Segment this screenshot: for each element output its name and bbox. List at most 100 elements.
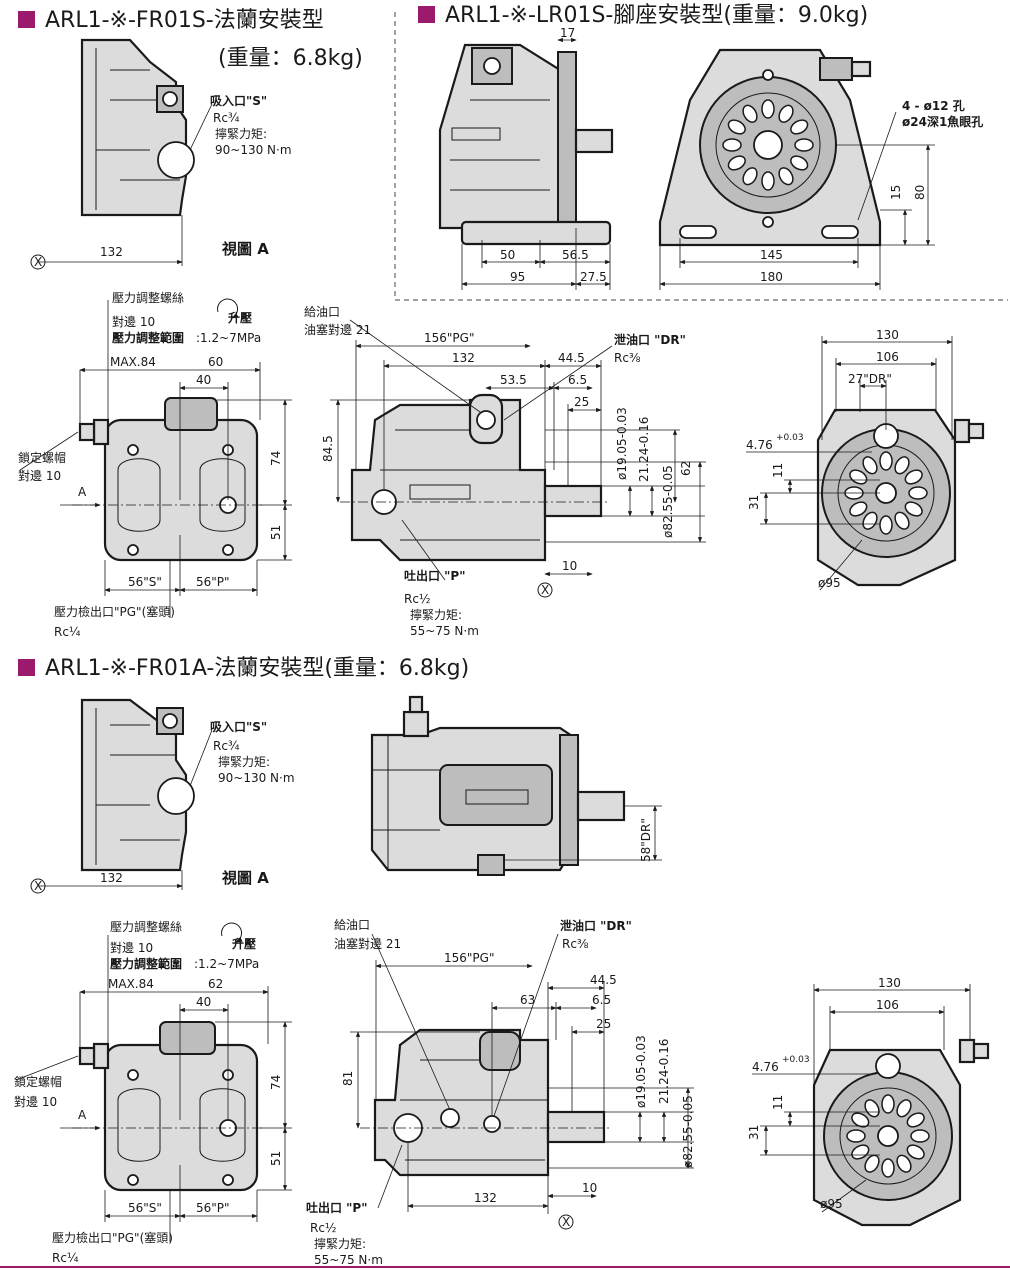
adjust-boss	[819, 57, 853, 81]
dim-145-label: 145	[760, 248, 783, 262]
adj-screw-label: 壓力調整螺絲	[110, 919, 182, 934]
fill-port-label: 給油口	[334, 918, 370, 932]
max84-label: MAX.84	[108, 977, 154, 991]
ext-lines	[461, 228, 611, 290]
casting-lines	[380, 429, 540, 541]
dim-80-label: 80	[913, 185, 927, 200]
arrow-a-label: A	[78, 1108, 87, 1122]
dim-60-label: 60	[208, 355, 223, 369]
vane-pocket	[846, 1129, 866, 1143]
datum-circle	[537, 582, 553, 598]
adj-range-label: 壓力調整範圍	[112, 330, 184, 345]
leader	[401, 519, 446, 581]
bolt-hole	[127, 544, 139, 556]
dim-95-label: 95	[510, 270, 525, 284]
ext-lines	[104, 1165, 258, 1222]
ext-lines	[217, 399, 292, 561]
casting-lines	[95, 48, 180, 210]
bolt-hole	[127, 1069, 139, 1081]
foot-base	[460, 220, 612, 246]
vane-pocket	[851, 1144, 870, 1160]
vane-pocket	[896, 1099, 912, 1118]
dim-31-label: 31	[747, 495, 761, 510]
drain-thread-label: Rc⅜	[562, 937, 589, 951]
foot-plate	[557, 51, 577, 229]
gauge-port-label: 壓力檢出口"PG"(塞頭)	[54, 604, 175, 619]
vane-pocket	[849, 469, 868, 485]
dim-130-label: 130	[878, 976, 901, 990]
dim-51-label: 51	[269, 1151, 283, 1166]
leader	[189, 103, 213, 151]
leader	[377, 1144, 403, 1209]
fr01s-heading: ARL1-※-FR01S-法蘭安裝型	[18, 8, 324, 34]
dim-84-5-label: 84.5	[321, 435, 335, 462]
leader	[821, 1179, 867, 1213]
key-tol-label: +0.03	[782, 1055, 810, 1065]
torque-value: 90~130 N·m	[218, 771, 295, 785]
fr01a-heading: ARL1-※-FR01A-法蘭安裝型(重量：6.8kg)	[18, 656, 469, 682]
drain-boss	[477, 854, 505, 876]
dim-40-label: 40	[196, 373, 211, 387]
vane-pocket	[761, 171, 775, 191]
ext-lines	[355, 340, 602, 490]
adjust-screw	[850, 60, 872, 78]
view-label: 視圖 A	[221, 869, 269, 887]
dim-27dr-label: 27"DR"	[848, 372, 892, 386]
bolt-hole	[222, 544, 234, 556]
ext-lines	[375, 960, 605, 1116]
foot-front-view: 4 - ø12 孔 ø24深1魚眼孔 145 180 15 80	[658, 48, 983, 290]
dim-51-label: 51	[269, 525, 283, 540]
nameplate	[409, 484, 471, 500]
vane-pocket	[862, 456, 878, 475]
adjust-screw	[408, 695, 424, 714]
dim-6-5-label: 6.5	[568, 373, 587, 387]
port-block	[439, 764, 553, 826]
suction-port-label: 吸入口"S"	[210, 94, 267, 108]
suction-pad	[117, 458, 161, 532]
dim-56p-label: 56"P"	[196, 575, 230, 589]
shaft	[546, 1110, 606, 1144]
gauge-thread-label: Rc¼	[54, 625, 81, 639]
shaft-2-label: 21.24-0.16	[657, 1039, 671, 1104]
dim-62-label: 62	[208, 977, 223, 991]
ext-lines	[545, 429, 706, 543]
pressure-pad	[199, 1088, 246, 1162]
vane-pocket	[864, 1099, 880, 1118]
drain-port-label: 泄油口 "DR"	[614, 332, 686, 347]
shaft	[576, 790, 626, 822]
section-separator	[394, 12, 1008, 301]
leader	[371, 933, 451, 1111]
vane-pocket	[896, 1154, 912, 1173]
adj-screw-label: 壓力調整螺絲	[112, 290, 184, 305]
fill-plug-label: 油塞對邊 21	[304, 322, 371, 337]
leader	[857, 111, 897, 221]
lock-nut-label: 鎖定螺帽	[14, 1074, 62, 1089]
dim-106-label: 106	[876, 998, 899, 1012]
shaft	[543, 484, 603, 518]
flange	[559, 734, 579, 866]
lock-flats-label: 對邊 10	[14, 1095, 57, 1109]
raise-label: 升壓	[228, 310, 252, 325]
accent-square	[18, 11, 35, 28]
rotor-ring	[839, 1087, 937, 1185]
adj-range-value: :1.2~7MPa	[196, 331, 261, 345]
dim-50-label: 50	[500, 248, 515, 262]
bolt-hole	[162, 713, 178, 729]
torque-label: 擰緊力矩:	[218, 754, 270, 769]
rotor-ring	[715, 92, 821, 198]
ext-lines	[836, 144, 935, 246]
pump-body	[373, 1028, 550, 1177]
vane-pocket	[864, 1154, 880, 1173]
ext-lines	[79, 362, 261, 500]
foot-side-view: 17 50 56.5 95 27.5	[438, 26, 614, 290]
datum-circle	[30, 254, 46, 270]
rotor-vanes	[844, 451, 928, 535]
leader	[15, 1055, 79, 1081]
shaft-end	[877, 1125, 899, 1147]
dim-6-5-label: 6.5	[592, 993, 611, 1007]
nameplate	[465, 789, 529, 805]
raise-label: 升壓	[232, 936, 256, 951]
end-view-s: 130 106 27"DR" 4.76 +0.03 11 31 ø95	[746, 328, 985, 591]
shaft-1-label: ø19.05-0.03	[634, 1035, 648, 1108]
